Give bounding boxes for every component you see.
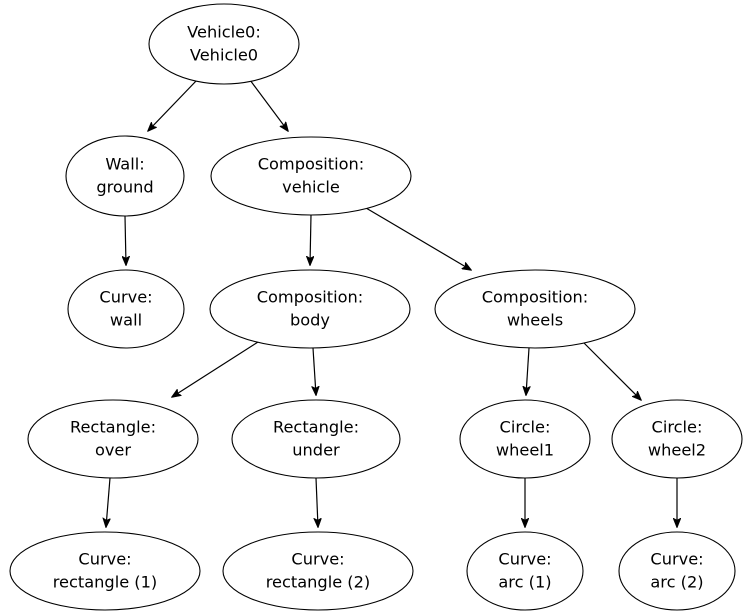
node-label-type: Rectangle: bbox=[273, 418, 359, 437]
graph-node-curve_rectangle_2[interactable]: Curve: rectangle (2) bbox=[222, 531, 414, 611]
node-ellipse bbox=[210, 136, 412, 216]
edge-line bbox=[581, 340, 641, 400]
node-ellipse bbox=[466, 531, 584, 611]
graph-node-composition_body[interactable]: Composition: body bbox=[209, 269, 411, 349]
node-label-name: under bbox=[292, 441, 340, 460]
edge-line bbox=[106, 477, 110, 527]
edge-line bbox=[313, 347, 316, 395]
nodes-layer: Vehicle0:Vehicle0Wall:groundComposition:… bbox=[9, 3, 743, 611]
node-ellipse bbox=[65, 135, 185, 217]
graph-edge-composition_wheels-to-circle_wheel1 bbox=[526, 347, 529, 395]
node-label-name: arc (1) bbox=[498, 573, 551, 592]
graph-edge-composition_body-to-rectangle_over bbox=[172, 341, 259, 397]
edge-line bbox=[148, 79, 198, 131]
node-label-type: Curve: bbox=[650, 550, 703, 569]
node-label-type: Rectangle: bbox=[70, 418, 156, 437]
node-label-name: Vehicle0 bbox=[190, 46, 258, 65]
graph-node-curve_arc_2[interactable]: Curve: arc (2) bbox=[618, 531, 736, 611]
node-ellipse bbox=[434, 269, 636, 349]
node-ellipse bbox=[611, 399, 743, 479]
graph-node-curve_arc_1[interactable]: Curve: arc (1) bbox=[466, 531, 584, 611]
edge-line bbox=[316, 477, 318, 527]
edge-line bbox=[172, 341, 259, 397]
node-label-type: Circle: bbox=[500, 418, 551, 437]
graph-edge-composition_body-to-rectangle_under bbox=[313, 347, 316, 395]
node-label-type: Curve: bbox=[291, 550, 344, 569]
node-ellipse bbox=[148, 3, 300, 85]
graph-node-rectangle_under[interactable]: Rectangle: under bbox=[231, 399, 401, 479]
node-label-name: wall bbox=[110, 311, 142, 330]
node-label-name: rectangle (2) bbox=[266, 573, 371, 592]
edge-line bbox=[365, 207, 471, 270]
node-label-type: Curve: bbox=[498, 550, 551, 569]
node-label-type: Circle: bbox=[652, 418, 703, 437]
edges-layer bbox=[106, 79, 677, 527]
node-label-name: wheel1 bbox=[496, 441, 554, 460]
node-ellipse bbox=[459, 399, 591, 479]
node-label-type: Composition: bbox=[258, 155, 365, 174]
node-label-type: Vehicle0: bbox=[187, 23, 261, 42]
graph-node-circle_wheel1[interactable]: Circle: wheel1 bbox=[459, 399, 591, 479]
graph-node-composition_vehicle[interactable]: Composition: vehicle bbox=[210, 136, 412, 216]
node-label-name: vehicle bbox=[282, 178, 340, 197]
node-ellipse bbox=[9, 531, 201, 611]
graph-edge-rectangle_under-to-curve_rectangle_2 bbox=[316, 477, 318, 527]
graph-node-composition_wheels[interactable]: Composition: wheels bbox=[434, 269, 636, 349]
graph-edge-composition_vehicle-to-composition_wheels bbox=[365, 207, 471, 270]
node-label-type: Curve: bbox=[78, 550, 131, 569]
node-label-name: rectangle (1) bbox=[53, 573, 158, 592]
graph-edge-rectangle_over-to-curve_rectangle_1 bbox=[106, 477, 110, 527]
node-label-type: Composition: bbox=[482, 288, 589, 307]
node-label-name: ground bbox=[96, 178, 153, 197]
edge-line bbox=[310, 214, 311, 265]
edge-line bbox=[249, 79, 288, 131]
graph-edge-vehicle0-to-composition_vehicle bbox=[249, 79, 288, 131]
graph-node-wall_ground[interactable]: Wall: ground bbox=[65, 135, 185, 217]
node-label-name: body bbox=[290, 311, 330, 330]
node-ellipse bbox=[222, 531, 414, 611]
graph-node-rectangle_over[interactable]: Rectangle: over bbox=[27, 399, 199, 479]
node-ellipse bbox=[27, 399, 199, 479]
node-label-type: Wall: bbox=[105, 155, 144, 174]
node-label-name: over bbox=[95, 441, 131, 460]
node-ellipse bbox=[618, 531, 736, 611]
graph-node-curve_wall[interactable]: Curve: wall bbox=[67, 269, 185, 349]
graph-node-vehicle0[interactable]: Vehicle0: Vehicle0 bbox=[148, 3, 300, 85]
node-ellipse bbox=[67, 269, 185, 349]
node-ellipse bbox=[209, 269, 411, 349]
graph-node-circle_wheel2[interactable]: Circle: wheel2 bbox=[611, 399, 743, 479]
graph-node-curve_rectangle_1[interactable]: Curve: rectangle (1) bbox=[9, 531, 201, 611]
node-ellipse bbox=[231, 399, 401, 479]
graph-edge-composition_vehicle-to-composition_body bbox=[310, 214, 311, 265]
node-label-name: arc (2) bbox=[650, 573, 703, 592]
graph-edge-composition_wheels-to-circle_wheel2 bbox=[581, 340, 641, 400]
node-label-name: wheels bbox=[507, 311, 563, 330]
graph-edge-wall_ground-to-curve_wall bbox=[125, 215, 126, 265]
edge-line bbox=[526, 347, 529, 395]
graph-edge-vehicle0-to-wall_ground bbox=[148, 79, 198, 131]
edge-line bbox=[125, 215, 126, 265]
node-label-name: wheel2 bbox=[648, 441, 706, 460]
node-label-type: Composition: bbox=[257, 288, 364, 307]
node-label-type: Curve: bbox=[99, 288, 152, 307]
